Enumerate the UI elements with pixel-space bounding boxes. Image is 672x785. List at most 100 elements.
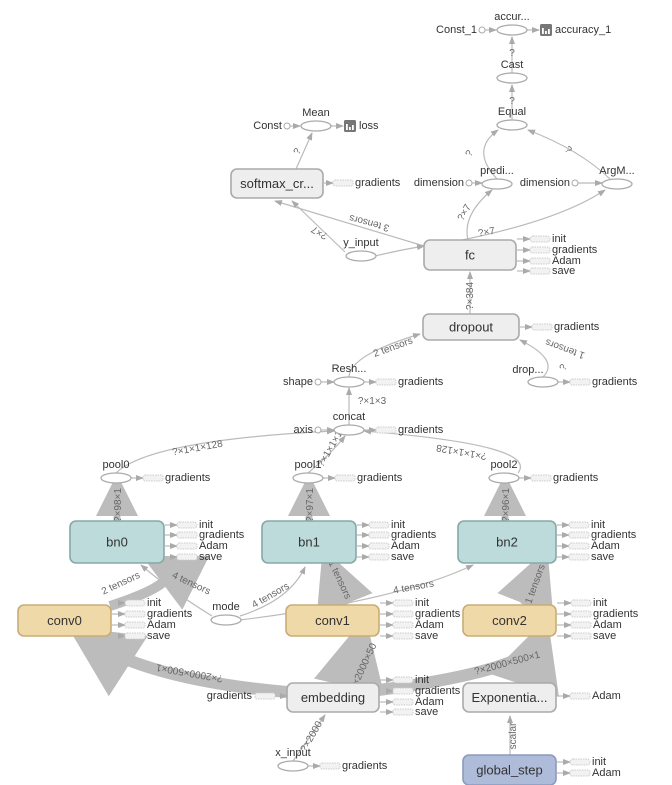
op-node-drop[interactable]: drop... bbox=[512, 364, 559, 388]
group-node-dropout[interactable]: dropout bbox=[422, 313, 520, 341]
op-node-predi[interactable]: predi... bbox=[480, 165, 514, 190]
aux-save[interactable]: save bbox=[368, 551, 414, 563]
aux-save[interactable]: save bbox=[176, 551, 222, 563]
aux-save[interactable]: save bbox=[529, 265, 575, 277]
group-box[interactable] bbox=[462, 754, 557, 785]
aux-adam[interactable]: Adam bbox=[568, 540, 620, 552]
op-ellipse[interactable] bbox=[527, 376, 559, 388]
op-node-pool2[interactable]: pool2 bbox=[488, 459, 520, 484]
aux-save[interactable]: save bbox=[568, 551, 614, 563]
group-box[interactable] bbox=[462, 682, 557, 713]
aux-gradients[interactable]: gradients bbox=[531, 321, 600, 333]
aux-gradients[interactable]: gradients bbox=[176, 529, 245, 541]
op-node-mean[interactable]: Mean bbox=[300, 107, 332, 132]
group-node-exponential[interactable]: Exponentia... bbox=[462, 682, 557, 713]
aux-adam[interactable]: Adam bbox=[569, 690, 621, 702]
aux-gradients[interactable]: gradients bbox=[392, 608, 461, 620]
aux-gradients[interactable]: gradients bbox=[375, 424, 444, 436]
aux-save[interactable]: save bbox=[392, 630, 438, 642]
aux-init[interactable]: init bbox=[568, 519, 605, 531]
aux-gradients[interactable]: gradients bbox=[334, 472, 403, 484]
op-ellipse[interactable] bbox=[496, 72, 528, 84]
op-ellipse[interactable] bbox=[333, 424, 365, 436]
const-node-const_1[interactable]: Const_1 bbox=[436, 24, 486, 36]
op-ellipse[interactable] bbox=[481, 178, 513, 190]
group-node-conv1[interactable]: conv1 bbox=[285, 604, 380, 637]
aux-save[interactable]: save bbox=[392, 706, 438, 718]
const-node-shape[interactable]: shape bbox=[283, 376, 322, 388]
op-ellipse[interactable] bbox=[333, 376, 365, 388]
group-box[interactable] bbox=[423, 239, 517, 271]
group-node-fc[interactable]: fc bbox=[423, 239, 517, 271]
group-node-conv0[interactable]: conv0 bbox=[17, 604, 112, 637]
aux-init[interactable]: init bbox=[570, 597, 607, 609]
aux-init[interactable]: init bbox=[529, 233, 566, 245]
op-ellipse[interactable] bbox=[496, 24, 528, 36]
const-node-dimension-predi[interactable]: dimension bbox=[414, 177, 473, 189]
op-ellipse[interactable] bbox=[277, 760, 309, 772]
aux-save[interactable]: save bbox=[124, 630, 170, 642]
aux-gradients[interactable]: gradients bbox=[568, 529, 637, 541]
group-node-bn1[interactable]: bn1 bbox=[261, 520, 357, 564]
op-node-argmax[interactable]: ArgM... bbox=[599, 165, 635, 190]
op-node-concat[interactable]: concat bbox=[333, 411, 365, 436]
aux-gradients[interactable]: gradients bbox=[530, 472, 599, 484]
aux-adam[interactable]: Adam bbox=[124, 619, 176, 631]
op-ellipse[interactable] bbox=[601, 178, 633, 190]
aux-gradients[interactable]: gradients bbox=[207, 690, 276, 702]
aux-adam[interactable]: Adam bbox=[570, 619, 622, 631]
summary-node-accuracy_summary[interactable]: accuracy_1 bbox=[540, 24, 611, 36]
group-node-embedding[interactable]: embedding bbox=[286, 682, 380, 713]
op-node-accuracy[interactable]: accur... bbox=[494, 11, 530, 36]
aux-save[interactable]: save bbox=[570, 630, 616, 642]
const-node-axis[interactable]: axis bbox=[293, 424, 322, 436]
group-box[interactable] bbox=[285, 604, 380, 637]
group-box[interactable] bbox=[286, 682, 380, 713]
aux-init[interactable]: init bbox=[368, 519, 405, 531]
const-node-dimension-argmax[interactable]: dimension bbox=[520, 177, 579, 189]
op-node-mode[interactable]: mode bbox=[210, 601, 242, 626]
aux-gradients[interactable]: gradients bbox=[529, 244, 598, 256]
op-ellipse[interactable] bbox=[345, 250, 377, 262]
aux-adam[interactable]: Adam bbox=[392, 696, 444, 708]
op-node-pool1[interactable]: pool1 bbox=[292, 459, 324, 484]
op-ellipse[interactable] bbox=[100, 472, 132, 484]
op-node-equal[interactable]: Equal bbox=[496, 106, 528, 131]
aux-adam[interactable]: Adam bbox=[529, 255, 581, 267]
aux-adam[interactable]: Adam bbox=[176, 540, 228, 552]
const-node-const[interactable]: Const bbox=[253, 120, 291, 132]
op-node-cast[interactable]: Cast bbox=[496, 59, 528, 84]
aux-gradients[interactable]: gradients bbox=[569, 376, 638, 388]
group-node-bn2[interactable]: bn2 bbox=[457, 520, 557, 564]
aux-init[interactable]: init bbox=[392, 674, 429, 686]
aux-gradients[interactable]: gradients bbox=[124, 608, 193, 620]
aux-init[interactable]: init bbox=[569, 756, 606, 768]
aux-init[interactable]: init bbox=[124, 597, 161, 609]
op-ellipse[interactable] bbox=[488, 472, 520, 484]
aux-gradients[interactable]: gradients bbox=[319, 760, 388, 772]
aux-gradients[interactable]: gradients bbox=[375, 376, 444, 388]
aux-init[interactable]: init bbox=[176, 519, 213, 531]
group-node-global_step[interactable]: global_step bbox=[462, 754, 557, 785]
aux-gradients[interactable]: gradients bbox=[332, 177, 401, 189]
group-box[interactable] bbox=[462, 604, 557, 637]
op-node-y_input[interactable]: y_input bbox=[343, 237, 379, 262]
aux-adam[interactable]: Adam bbox=[368, 540, 420, 552]
aux-adam[interactable]: Adam bbox=[392, 619, 444, 631]
op-node-pool0[interactable]: pool0 bbox=[100, 459, 132, 484]
group-box[interactable] bbox=[422, 313, 520, 341]
op-ellipse[interactable] bbox=[300, 120, 332, 132]
summary-node-loss[interactable]: loss bbox=[344, 120, 379, 132]
aux-gradients[interactable]: gradients bbox=[570, 608, 639, 620]
aux-gradients[interactable]: gradients bbox=[368, 529, 437, 541]
op-ellipse[interactable] bbox=[210, 614, 242, 626]
op-node-reshape[interactable]: Resh... bbox=[332, 363, 367, 388]
group-node-softmax[interactable]: softmax_cr... bbox=[230, 168, 324, 199]
group-box[interactable] bbox=[457, 520, 557, 564]
group-box[interactable] bbox=[261, 520, 357, 564]
group-box[interactable] bbox=[17, 604, 112, 637]
aux-adam[interactable]: Adam bbox=[569, 767, 621, 779]
aux-init[interactable]: init bbox=[392, 597, 429, 609]
group-box[interactable] bbox=[230, 168, 324, 199]
